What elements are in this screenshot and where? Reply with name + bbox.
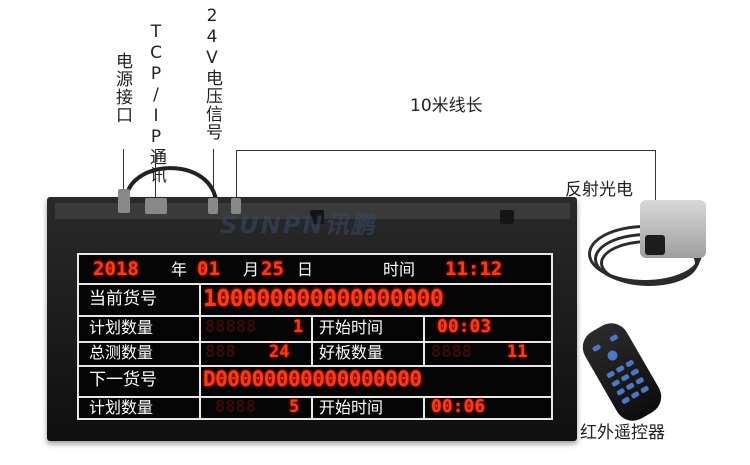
tcpip-label: TCP/IP通讯 (146, 22, 166, 184)
date-year: 2018 (93, 258, 139, 280)
time-value: 11:12 (445, 258, 503, 280)
good-board-value: 11 (507, 342, 528, 362)
grid-line (423, 396, 425, 420)
signal-connector-2 (231, 198, 241, 214)
remote-button (606, 370, 616, 379)
remote-button (609, 333, 619, 343)
grid-line (199, 396, 201, 420)
led-screen: 2018 年 01 月 25 日 时间 11:12 当前货号 100000000… (77, 253, 553, 420)
remote-label: 红外遥控器 (580, 423, 665, 443)
grid-line (199, 365, 201, 396)
grid-line (311, 315, 313, 365)
date-day: 25 (261, 258, 284, 280)
power-leader-line (123, 149, 124, 189)
start-time-2-label: 开始时间 (319, 398, 384, 417)
grid-line (79, 315, 551, 317)
remote-button (591, 343, 602, 353)
signal-connector-1 (208, 198, 218, 214)
cable-length-label: 10米线长 (410, 96, 483, 116)
grid-line (423, 315, 425, 365)
ethernet-connector (145, 198, 167, 214)
sensor-lens (645, 235, 665, 255)
date-year-unit: 年 (171, 260, 188, 279)
remote-button (635, 376, 645, 385)
grid-line (199, 283, 201, 315)
infrared-remote (576, 316, 668, 428)
remote-button (611, 378, 621, 388)
grid-line (199, 315, 201, 365)
date-day-unit: 日 (297, 260, 314, 279)
grid-line (311, 396, 313, 420)
remote-button (625, 382, 635, 391)
good-board-placeholder: 8888 (431, 342, 472, 362)
voltage-signal-label: 24V电压信号 (202, 6, 222, 141)
signal-leader-line (213, 149, 214, 199)
start-time-2-value: 00:06 (431, 396, 486, 417)
grid-line (79, 396, 551, 398)
total-test-label: 总测数量 (89, 343, 154, 362)
plan-quantity-label: 计划数量 (89, 318, 154, 337)
current-number-label: 当前货号 (89, 289, 157, 309)
mount-bracket-left (310, 210, 324, 224)
remote-button (615, 364, 625, 374)
remote-button (640, 385, 650, 394)
total-test-placeholder: 888 (205, 342, 236, 362)
plan-quantity-value: 1 (293, 317, 304, 337)
plan-quantity-2-label: 计划数量 (89, 398, 154, 417)
remote-button (620, 373, 630, 382)
remote-button (605, 348, 620, 363)
next-number-label: 下一货号 (89, 370, 157, 390)
network-cable (124, 166, 218, 201)
good-board-label: 好板数量 (319, 343, 384, 362)
current-number-value: 100000000000000000 (203, 286, 444, 312)
start-time-value: 00:03 (437, 316, 492, 337)
remote-button (630, 390, 640, 400)
date-month-unit: 月 (243, 260, 260, 279)
grid-line (79, 365, 551, 367)
sensor-cable-horizontal (236, 150, 655, 151)
start-time-label: 开始时间 (319, 318, 384, 337)
next-number-value: D00000000000000000 (203, 367, 422, 391)
photo-sensor-label: 反射光电 (565, 180, 633, 200)
remote-button (616, 387, 626, 396)
plan-quantity-2-value: 5 (289, 397, 300, 417)
plan-quantity-placeholder: 88888 (205, 317, 257, 337)
remote-button (621, 396, 631, 405)
date-month: 01 (197, 258, 220, 280)
sensor-cable-drop (655, 150, 656, 200)
grid-line (79, 283, 551, 285)
time-label: 时间 (383, 260, 416, 279)
total-test-value: 24 (269, 342, 290, 362)
remote-button (630, 367, 640, 377)
power-connector (118, 189, 130, 213)
mount-bracket-right (500, 210, 514, 224)
tcpip-leader-line (155, 149, 156, 197)
sensor-cable-vertical (236, 150, 237, 198)
grid-line (79, 341, 551, 343)
brand-watermark: SUNPN讯鹏 (220, 211, 377, 239)
plan-quantity-2-placeholder: 8888 (215, 397, 256, 417)
remote-button (625, 359, 635, 368)
power-port-label: 电源接口 (112, 52, 132, 124)
